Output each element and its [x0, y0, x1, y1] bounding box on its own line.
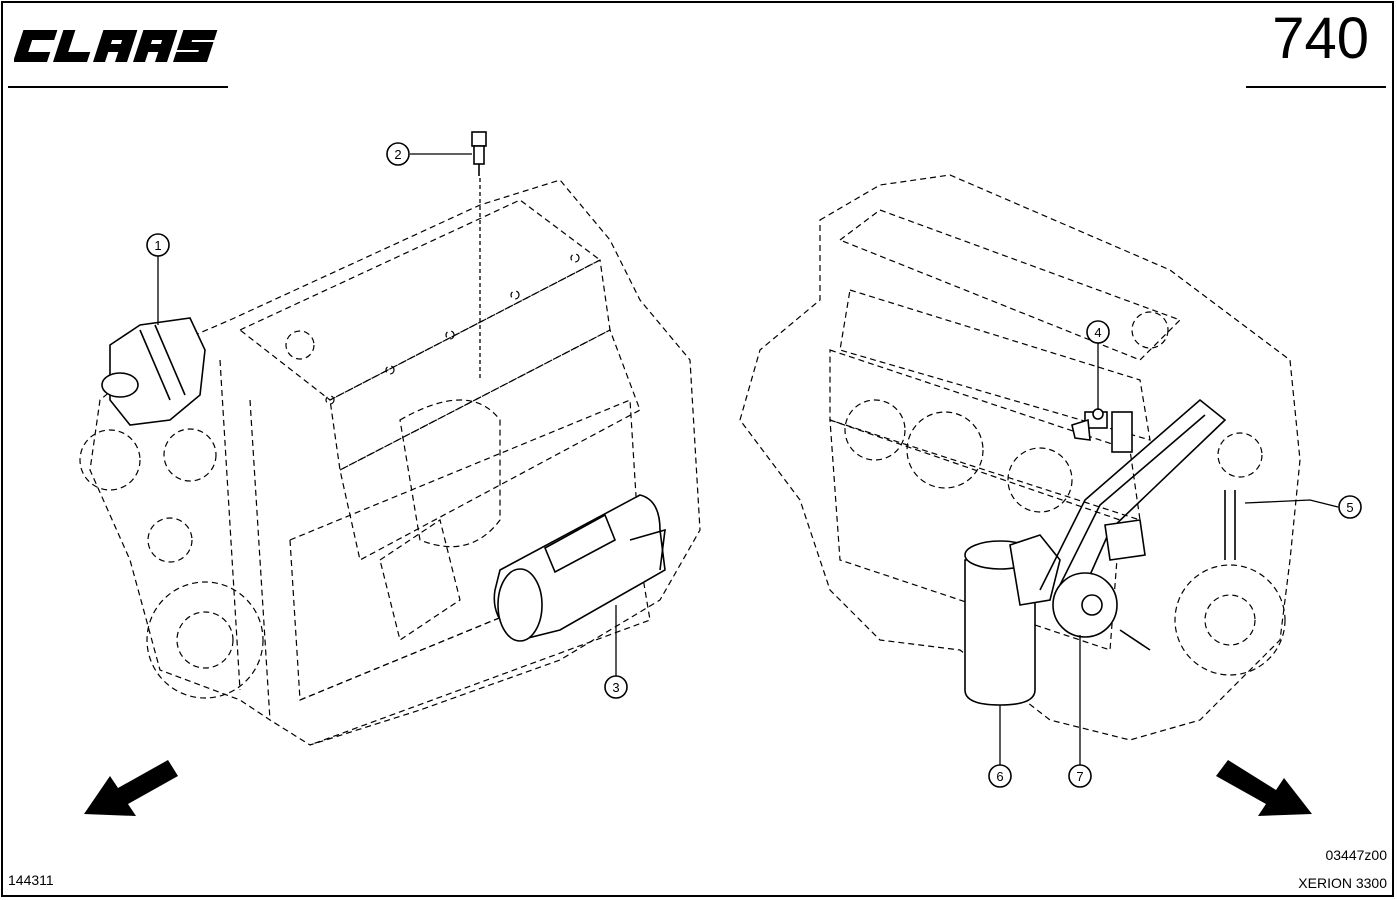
callout-3-label: 3: [612, 680, 619, 695]
right-engine-block: [739, 174, 1301, 741]
part-6-filter: [964, 534, 1061, 706]
callout-1-label: 1: [154, 238, 161, 253]
callout-2: 2: [386, 142, 410, 166]
header-rule-left: [8, 86, 228, 88]
part-2-sensor: [471, 131, 487, 380]
callout-7-label: 7: [1076, 769, 1083, 784]
callout-2-label: 2: [394, 147, 401, 162]
brand-logo: [14, 30, 218, 62]
callout-7: 7: [1068, 764, 1092, 788]
callout-4-label: 4: [1094, 325, 1101, 340]
callout-3: 3: [604, 675, 628, 699]
part-1-compressor: [101, 317, 206, 426]
callout-6: 6: [988, 764, 1012, 788]
callout-1: 1: [146, 233, 170, 257]
callout-5: 5: [1338, 495, 1362, 519]
part-7-tensioner: [1039, 398, 1227, 651]
direction-arrow-down-right-icon: [1216, 760, 1312, 816]
model-name: XERION 3300: [1298, 875, 1387, 891]
drawing-code: 03447z00: [1325, 847, 1387, 863]
footer-left-code: 144311: [8, 872, 54, 888]
part-4-bracket: [1071, 408, 1133, 453]
callout-5-label: 5: [1346, 500, 1353, 515]
leader-lines: [157, 153, 1339, 765]
header-rule-right: [1246, 86, 1386, 88]
part-3-starter: [493, 494, 666, 642]
direction-arrow-down-left-icon: [84, 760, 178, 816]
part-5-belt: [1224, 490, 1236, 560]
callout-6-label: 6: [996, 769, 1003, 784]
callout-4: 4: [1086, 320, 1110, 344]
left-engine-block: [79, 179, 701, 746]
page-number: 740: [1272, 6, 1369, 71]
